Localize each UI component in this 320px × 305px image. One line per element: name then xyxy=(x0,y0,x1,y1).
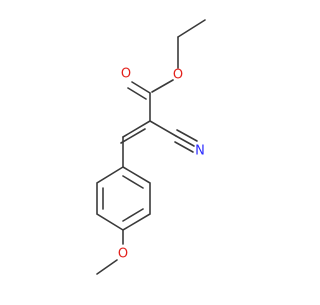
structure-canvas: O O N O xyxy=(96,19,206,275)
bond-nitrile-triple-2 xyxy=(176,129,198,142)
bond-ch3-ch2 xyxy=(177,19,206,38)
bond-alpha-to-nitrile-carbon xyxy=(149,120,177,137)
bond-o-ester-to-carbonyl xyxy=(151,79,174,93)
molecule-diagram: O O N O xyxy=(96,19,206,275)
bond-carbonyl-double-1 xyxy=(131,81,151,94)
ester-oxygen-label: O xyxy=(173,68,183,83)
bond-nitrile-triple-3 xyxy=(174,141,194,153)
nitrile-nitrogen-label: N xyxy=(195,144,205,159)
bond-alkene-secondary xyxy=(120,128,146,144)
bond-alkene-main xyxy=(122,120,151,138)
methoxy-oxygen-label: O xyxy=(118,247,128,262)
ring-double-1 xyxy=(122,175,144,189)
bond-methoxy-o-to-ch3 xyxy=(96,259,118,275)
bond-nitrile-triple-1 xyxy=(175,135,195,147)
bond-carbonyl-double-2 xyxy=(127,87,147,100)
carbonyl-oxygen-label: O xyxy=(121,67,131,82)
ring-double-2 xyxy=(122,208,144,222)
